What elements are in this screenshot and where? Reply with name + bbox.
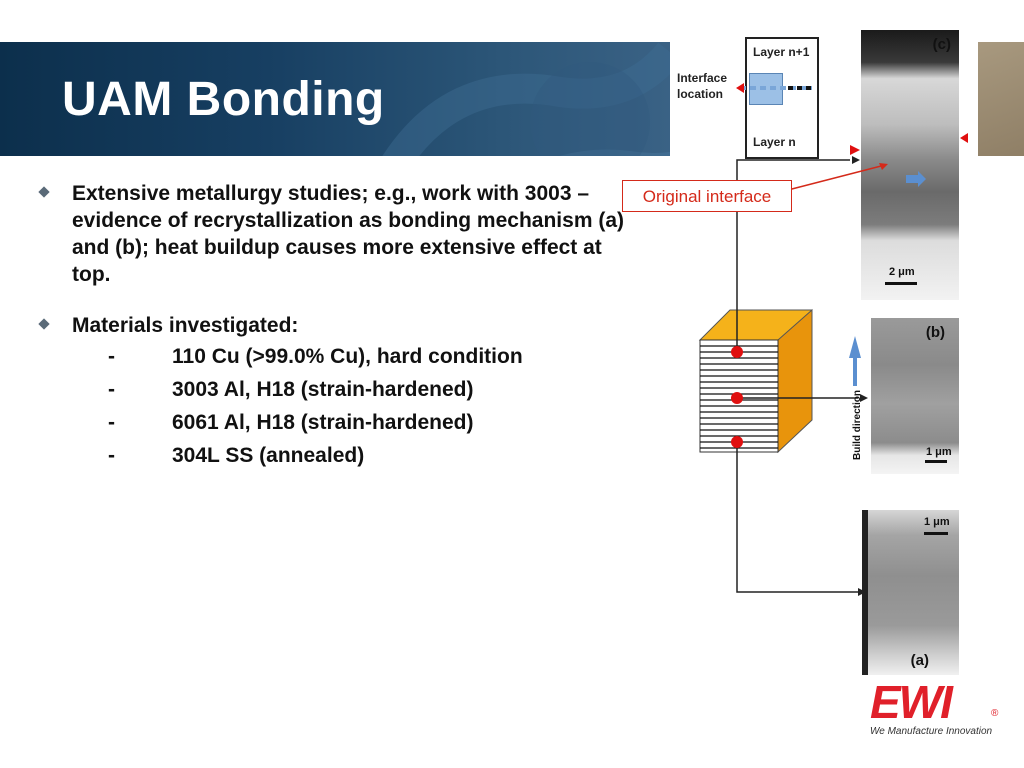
panel-c-scale-bar bbox=[885, 282, 917, 285]
slide-title: UAM Bonding bbox=[62, 73, 385, 126]
arrow-head-icon bbox=[860, 394, 868, 402]
bullet-item: Extensive metallurgy studies; e.g., work… bbox=[36, 180, 636, 288]
original-interface-callout: Original interface bbox=[622, 180, 792, 212]
micrograph-b: (b) 1 μm bbox=[871, 318, 959, 474]
sub-bullet-text: 304L SS (annealed) bbox=[172, 444, 365, 467]
connector-lines bbox=[736, 159, 858, 593]
globe-graphic bbox=[382, 42, 670, 156]
callout-arrow bbox=[787, 164, 886, 191]
micrograph-a: 1 μm (a) bbox=[862, 510, 959, 675]
panel-a-tag: (a) bbox=[910, 652, 929, 669]
registered-mark: ® bbox=[991, 708, 999, 719]
schematic-overlay bbox=[698, 83, 968, 596]
interface-marker-icon bbox=[850, 145, 860, 155]
blue-arrow-icon bbox=[906, 171, 926, 187]
dash-marker: - bbox=[108, 345, 115, 368]
layer-bottom-label: Layer n bbox=[753, 135, 796, 149]
panel-b-scale-label: 1 μm bbox=[926, 446, 952, 458]
build-direction-label: Build direction bbox=[852, 390, 863, 460]
arrow-head-icon bbox=[852, 156, 860, 164]
panel-c-tag: (c) bbox=[932, 36, 951, 53]
location-dot-icon bbox=[731, 392, 743, 404]
panel-c-scale-label: 2 μm bbox=[889, 266, 915, 278]
panel-b-tag: (b) bbox=[925, 324, 945, 341]
dash-marker: - bbox=[108, 444, 115, 467]
bullet-text: Materials investigated: bbox=[72, 314, 299, 337]
dash-marker: - bbox=[108, 411, 115, 434]
layer-lines bbox=[700, 345, 778, 449]
panel-a-scale-label: 1 μm bbox=[924, 516, 950, 528]
micrograph-c: (c) 2 μm bbox=[861, 30, 959, 300]
panel-b-scale-bar bbox=[925, 460, 947, 463]
sub-bullet-item: - 6061 Al, H18 (strain-hardened) bbox=[72, 409, 636, 436]
interface-marker-icon bbox=[960, 133, 968, 143]
layer-top-label: Layer n+1 bbox=[753, 45, 810, 59]
sub-bullet-item: - 3003 Al, H18 (strain-hardened) bbox=[72, 376, 636, 403]
build-direction-arrow-icon bbox=[849, 336, 861, 386]
bullet-text: Extensive metallurgy studies; e.g., work… bbox=[72, 182, 624, 286]
location-dot-icon bbox=[731, 436, 743, 448]
interface-marker-icon bbox=[736, 83, 744, 93]
logo-wordmark: EWI bbox=[870, 676, 953, 728]
header-accent bbox=[978, 42, 1024, 156]
sub-bullet-text: 6061 Al, H18 (strain-hardened) bbox=[172, 411, 474, 434]
sub-bullet-item: - 110 Cu (>99.0% Cu), hard condition bbox=[72, 343, 636, 370]
layer-schematic: Layer n+1 Layer n bbox=[745, 37, 819, 159]
diamond-bullet-icon bbox=[38, 318, 50, 330]
diamond-bullet-icon bbox=[38, 186, 50, 198]
bullet-item: Materials investigated: - 110 Cu (>99.0% … bbox=[36, 312, 636, 469]
sub-bullet-text: 3003 Al, H18 (strain-hardened) bbox=[172, 378, 474, 401]
sub-bullet-list: - 110 Cu (>99.0% Cu), hard condition - 300… bbox=[72, 343, 636, 469]
bullet-list: Extensive metallurgy studies; e.g., work… bbox=[36, 180, 636, 493]
ewi-logo: EWI ® We Manufacture Innovation bbox=[870, 676, 1010, 740]
panel-a-scale-bar bbox=[924, 532, 948, 535]
title-banner bbox=[0, 42, 670, 156]
logo-tagline: We Manufacture Innovation bbox=[870, 726, 993, 737]
location-dot-icon bbox=[731, 346, 743, 358]
arrow-head-icon bbox=[858, 588, 866, 596]
dash-marker: - bbox=[108, 378, 115, 401]
sub-bullet-item: - 304L SS (annealed) bbox=[72, 442, 636, 469]
sub-bullet-text: 110 Cu (>99.0% Cu), hard condition bbox=[172, 345, 523, 368]
